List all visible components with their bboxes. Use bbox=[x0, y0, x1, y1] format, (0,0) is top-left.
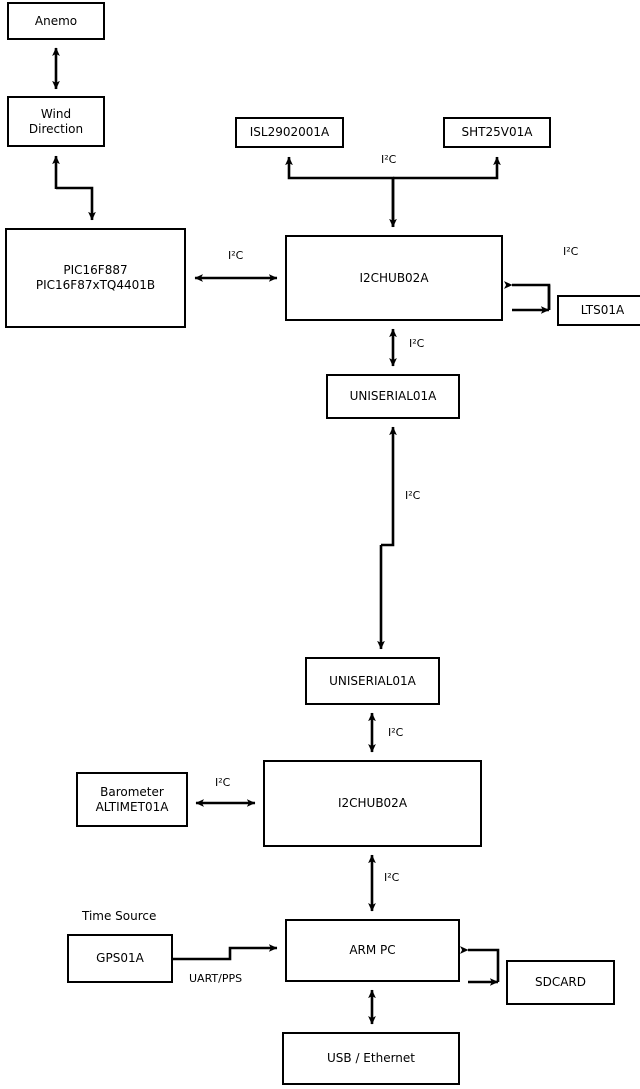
edge-armpc-sdcard bbox=[460, 946, 500, 982]
node-gps01a-label: GPS01A bbox=[96, 951, 144, 965]
node-wind-direction[interactable]: Wind Direction bbox=[7, 96, 105, 147]
node-barometer-altimet01a[interactable]: Barometer ALTIMET01A bbox=[76, 772, 188, 827]
label-time-source: Time Source bbox=[82, 909, 157, 923]
node-uniserial01a-upper-label: UNISERIAL01A bbox=[349, 389, 437, 403]
edge-label-i2c-barometer-hub: I²C bbox=[215, 776, 231, 789]
edge-label-i2c-pic-hub: I²C bbox=[228, 249, 244, 262]
edge-hub-sht bbox=[393, 156, 501, 180]
node-sht25v01a[interactable]: SHT25V01A bbox=[443, 117, 551, 148]
node-lts01a[interactable]: LTS01A bbox=[557, 295, 640, 326]
node-usb-ethernet[interactable]: USB / Ethernet bbox=[282, 1032, 460, 1085]
edge-label-i2c-sensors-top: I²C bbox=[381, 153, 397, 166]
node-gps01a[interactable]: GPS01A bbox=[67, 934, 173, 983]
node-barometer-altimet01a-label: Barometer ALTIMET01A bbox=[95, 784, 169, 814]
node-arm-pc[interactable]: ARM PC bbox=[285, 919, 460, 982]
node-anemo[interactable]: Anemo bbox=[7, 2, 105, 40]
node-i2chub02a-top-label: I2CHUB02A bbox=[359, 270, 429, 285]
node-pic-mcu[interactable]: PIC16F887 PIC16F87xTQ4401B bbox=[5, 228, 186, 328]
node-uniserial01a-lower-label: UNISERIAL01A bbox=[329, 673, 416, 688]
node-lts01a-label: LTS01A bbox=[580, 303, 625, 317]
edge-hub-lts bbox=[504, 281, 551, 310]
edge-label-i2c-uniserial-hub: I²C bbox=[388, 726, 404, 739]
node-isl2902001a[interactable]: ISL2902001A bbox=[235, 117, 344, 148]
node-wind-direction-label: Wind Direction bbox=[28, 106, 84, 136]
edge-hub-isl bbox=[285, 156, 395, 227]
edge-label-i2c-uniserial-link: I²C bbox=[405, 489, 421, 502]
node-uniserial01a-upper[interactable]: UNISERIAL01A bbox=[326, 374, 460, 419]
node-sdcard-label: SDCARD bbox=[534, 975, 587, 989]
node-sht25v01a-label: SHT25V01A bbox=[461, 125, 533, 139]
node-usb-ethernet-label: USB / Ethernet bbox=[327, 1051, 415, 1065]
node-pic-mcu-label: PIC16F887 PIC16F87xTQ4401B bbox=[35, 263, 156, 292]
node-anemo-label: Anemo bbox=[34, 13, 78, 28]
node-isl2902001a-label: ISL2902001A bbox=[249, 125, 330, 139]
node-uniserial01a-lower[interactable]: UNISERIAL01A bbox=[305, 657, 440, 705]
node-i2chub02a-bottom-label: I2CHUB02A bbox=[337, 796, 408, 810]
edge-label-i2c-hub-armpc: I²C bbox=[384, 871, 400, 884]
edge-label-i2c-hub-lts: I²C bbox=[563, 245, 579, 258]
edge-gps-armpc bbox=[173, 944, 278, 961]
node-i2chub02a-bottom[interactable]: I2CHUB02A bbox=[263, 760, 482, 847]
node-i2chub02a-top[interactable]: I2CHUB02A bbox=[285, 235, 503, 321]
edge-uniserial-link bbox=[381, 426, 397, 547]
node-sdcard[interactable]: SDCARD bbox=[506, 960, 615, 1005]
edge-label-i2c-hub-uniserial: I²C bbox=[409, 337, 425, 350]
edge-wind-pic-leg bbox=[56, 186, 96, 221]
edge-label-uart-pps: UART/PPS bbox=[189, 972, 243, 985]
node-arm-pc-label: ARM PC bbox=[349, 943, 396, 957]
